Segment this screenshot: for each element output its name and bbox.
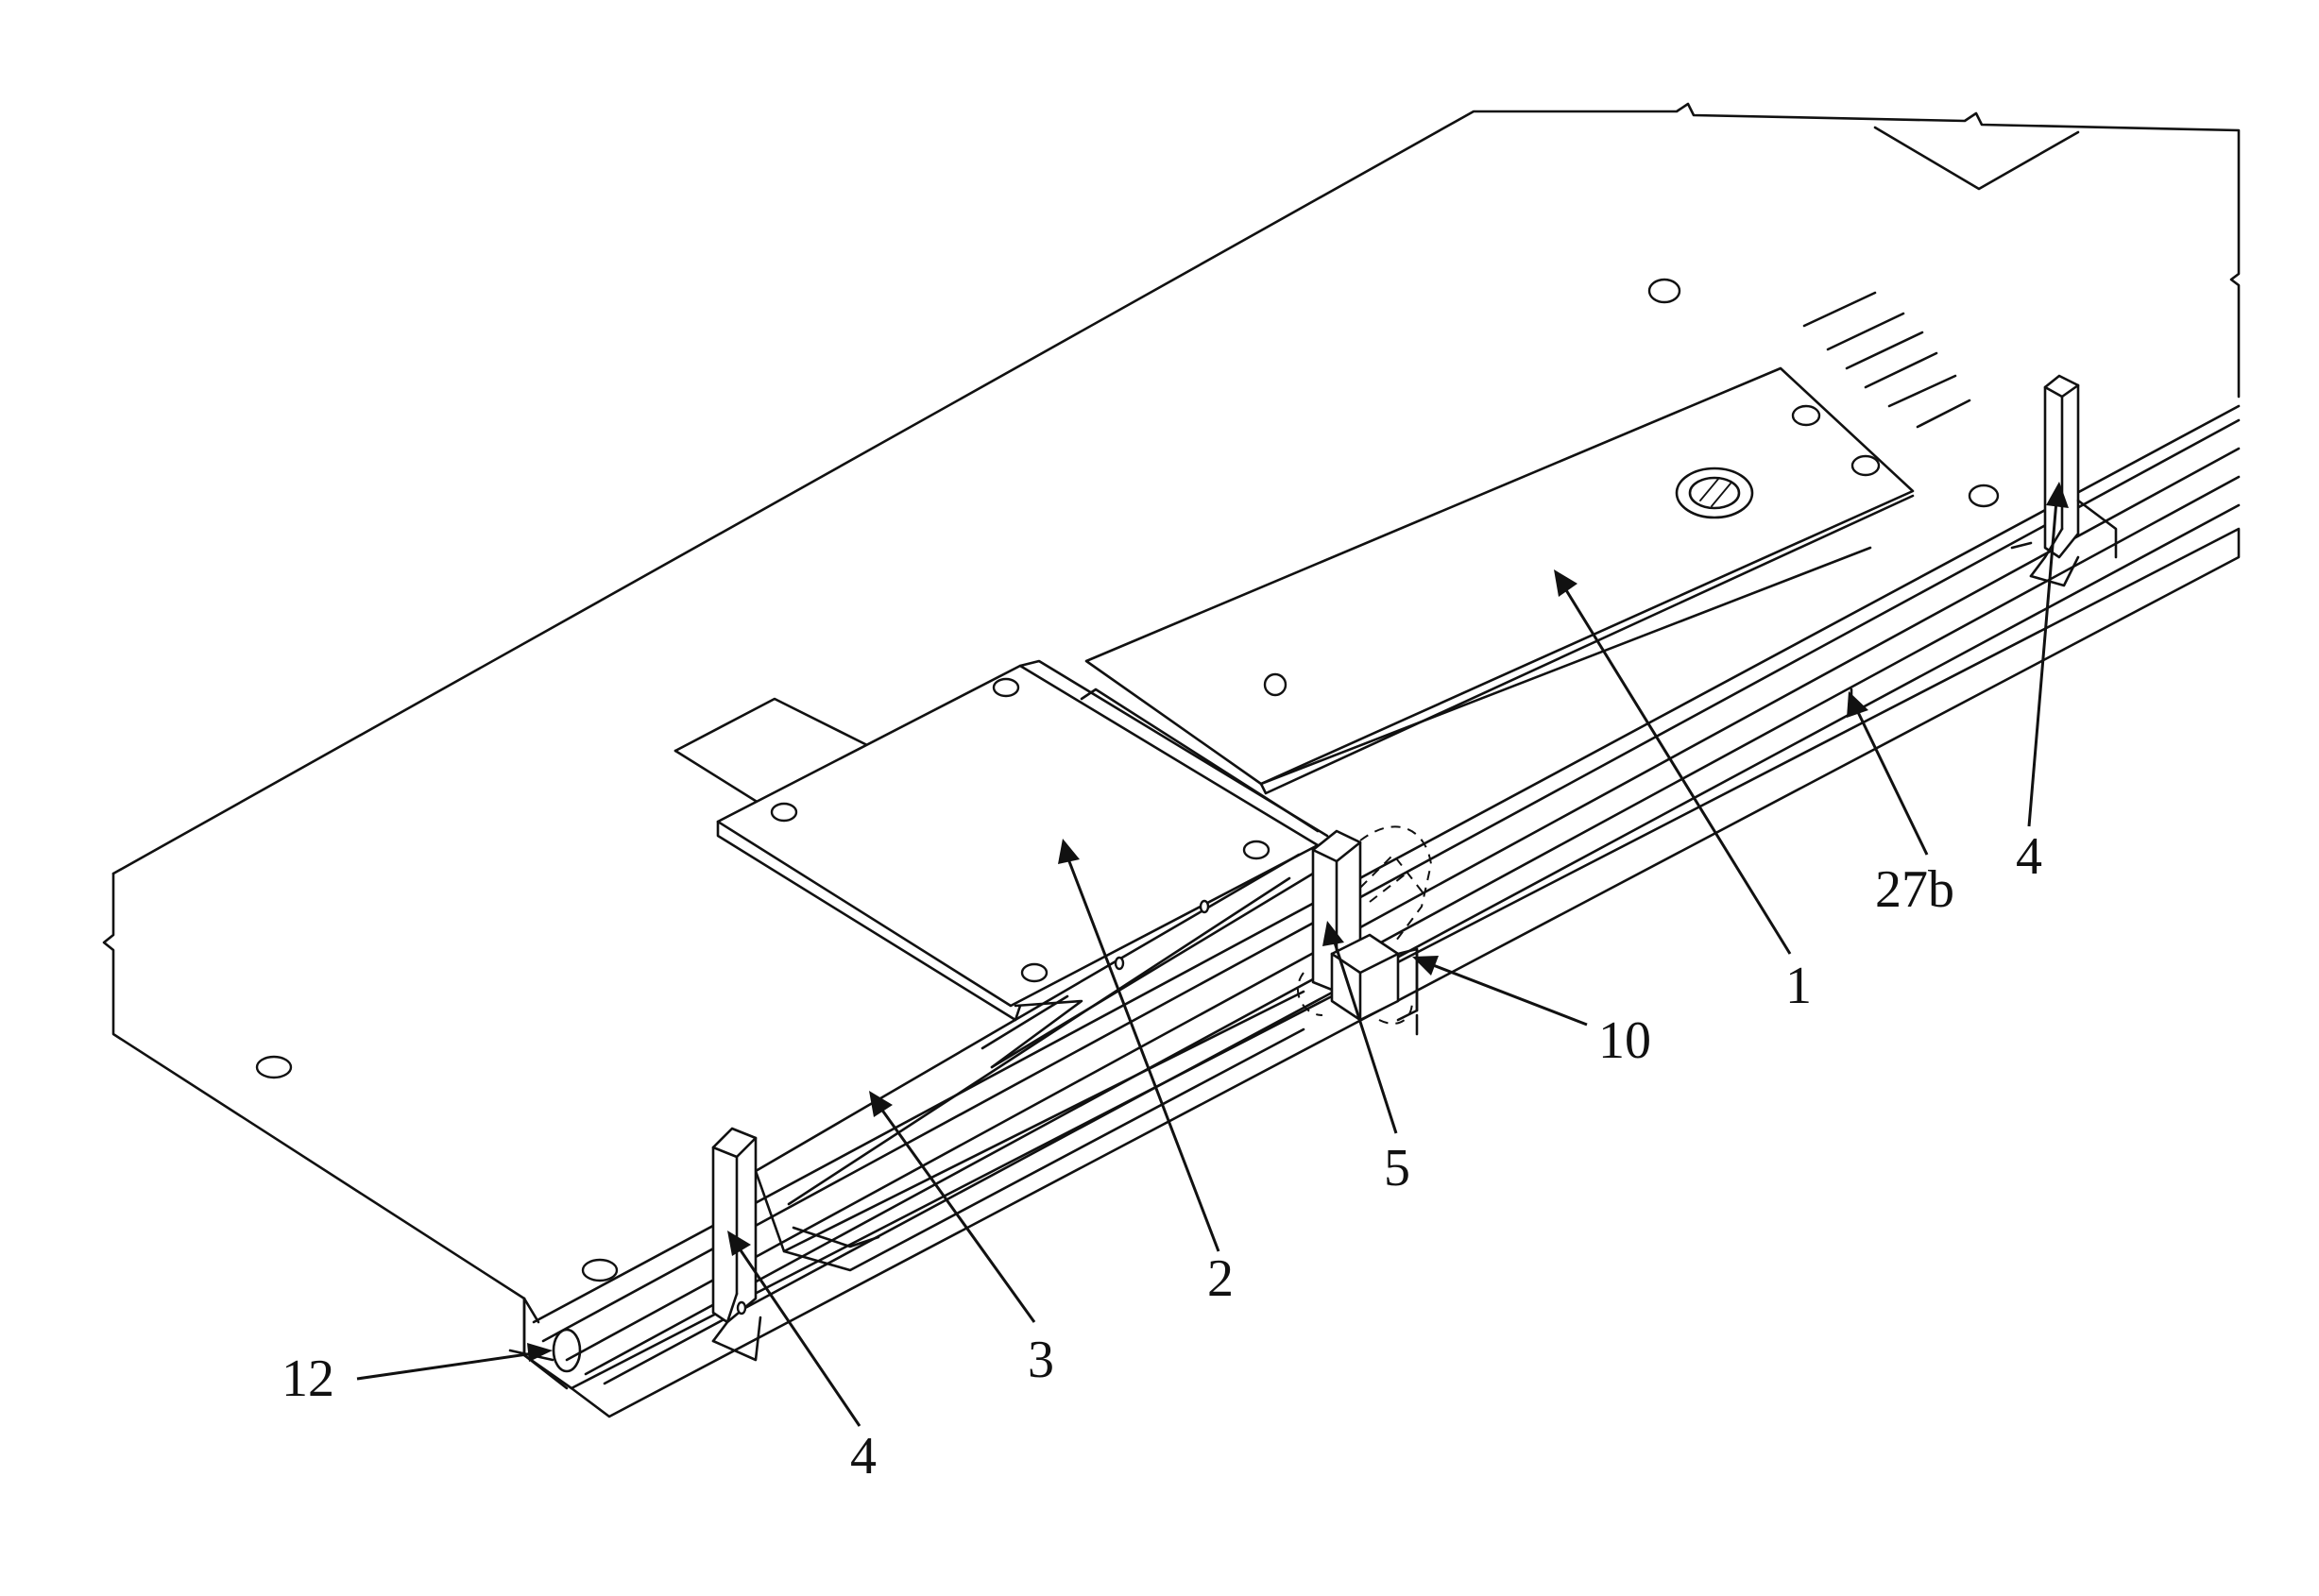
part-12-end-fitting [510, 1299, 580, 1388]
plate-hole [1022, 964, 1047, 981]
plate-hole [772, 804, 796, 821]
leader-10 [1428, 963, 1587, 1025]
label-10: 10 [1598, 1011, 1651, 1070]
scale-marks [1804, 293, 1969, 427]
small-hole [1116, 958, 1123, 969]
plate-hole [1265, 674, 1286, 695]
label-2: 2 [1207, 1249, 1234, 1308]
label-12: 12 [281, 1350, 334, 1408]
plate-hole [994, 679, 1018, 696]
leader-4-right [2029, 501, 2056, 826]
small-hole [738, 1302, 745, 1314]
label-4-right: 4 [2016, 827, 2042, 886]
bolt-head [1677, 468, 1752, 518]
label-27b: 27b [1875, 860, 1954, 919]
small-hole [1201, 901, 1208, 912]
carriage-plate [104, 104, 2239, 1388]
label-4-left: 4 [850, 1427, 877, 1486]
label-5: 5 [1384, 1139, 1410, 1197]
leader-27b [1856, 708, 1927, 855]
plate-hole [1244, 841, 1269, 858]
leader-12 [357, 1353, 534, 1379]
plate-hole [1852, 456, 1879, 475]
plate-hole [1649, 280, 1680, 302]
label-3: 3 [1028, 1331, 1054, 1389]
plate-hole [1969, 485, 1998, 506]
plate-hole [257, 1057, 291, 1078]
label-1: 1 [1785, 957, 1812, 1015]
plate-hole [1793, 406, 1819, 425]
plate-hole [583, 1260, 617, 1281]
channel-slot [756, 992, 1304, 1270]
